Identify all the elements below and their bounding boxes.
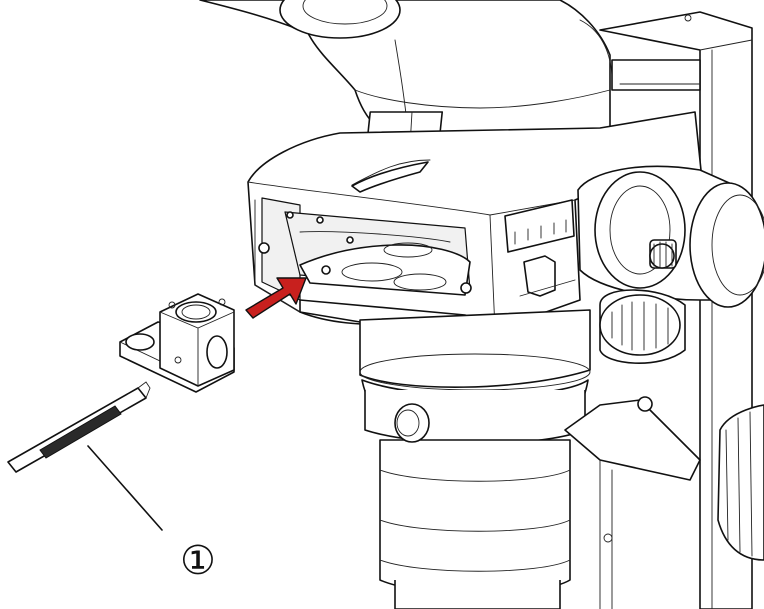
callout-number: ① — [180, 538, 216, 584]
illuminator-housing — [247, 111, 703, 331]
callout-1: ① — [87, 445, 216, 584]
focus-knob-assembly — [577, 165, 764, 561]
objective-tube — [359, 309, 701, 609]
insertion-arrow-icon — [245, 277, 307, 319]
filter-cube — [119, 293, 235, 393]
tool-rod — [7, 381, 151, 473]
stand-column — [599, 11, 753, 609]
